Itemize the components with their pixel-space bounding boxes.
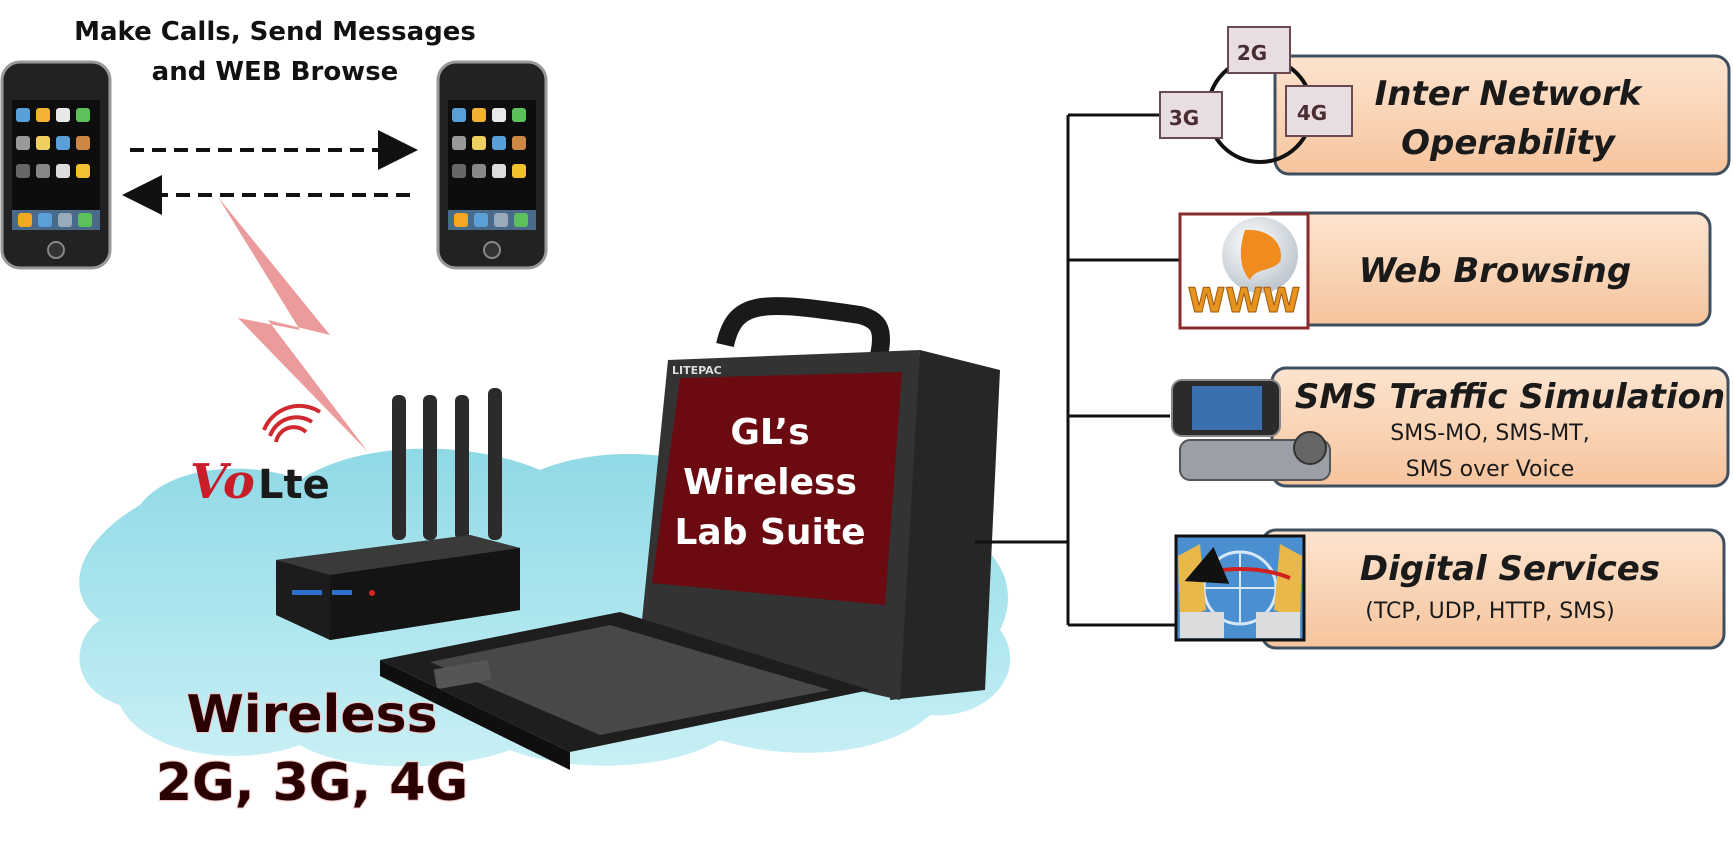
- svg-text:2G: 2G: [1237, 41, 1267, 65]
- sms-title: SMS Traffic Simulation: [1295, 377, 1725, 417]
- volte-vo-text: Vo: [190, 454, 255, 510]
- service-box-web-browsing: WWW Web Browsing: [1178, 211, 1712, 330]
- caption-line-1: Make Calls, Send Messages: [74, 17, 476, 47]
- www-globe-icon: WWW: [1178, 212, 1310, 330]
- inter-network-title-1: Inter Network: [1375, 74, 1644, 114]
- volte-lte-text: Lte: [258, 462, 330, 508]
- litepac-laptop: LITEPAC GL’s Wireless Lab Suite: [380, 297, 1000, 770]
- badge-2g-icon: 2G: [1227, 26, 1291, 74]
- screen-line-2: Wireless: [683, 462, 857, 503]
- service-box-inter-network: Inter Network Operability 2G 3G 4G: [1159, 26, 1731, 176]
- mobile-device-icon: [1171, 379, 1331, 481]
- caption-line-2: and WEB Browse: [152, 57, 399, 87]
- web-browsing-title: Web Browsing: [1359, 251, 1631, 291]
- volte-logo: Vo Lte: [190, 403, 330, 510]
- phone-right: [436, 60, 548, 270]
- inter-network-title-2: Operability: [1401, 123, 1617, 163]
- www-text: WWW: [1188, 281, 1301, 321]
- connector-lines: [975, 113, 1180, 627]
- sms-sub-1: SMS-MO, SMS-MT,: [1390, 421, 1589, 446]
- badge-4g-icon: 4G: [1285, 85, 1353, 137]
- svg-text:3G: 3G: [1169, 106, 1199, 130]
- wireless-title: Wireless: [186, 685, 437, 745]
- digital-services-title: Digital Services: [1360, 549, 1660, 589]
- wireless-generations: 2G, 3G, 4G: [156, 753, 468, 813]
- badge-3g-icon: 3G: [1159, 91, 1223, 139]
- phone-left: [0, 60, 112, 270]
- sms-sub-2: SMS over Voice: [1406, 457, 1575, 482]
- digital-services-sub: (TCP, UDP, HTTP, SMS): [1365, 599, 1614, 624]
- service-box-digital-services: Digital Services (TCP, UDP, HTTP, SMS): [1174, 528, 1726, 650]
- service-box-sms: SMS Traffic Simulation SMS-MO, SMS-MT, S…: [1171, 366, 1730, 488]
- laptop-screen: [652, 372, 902, 605]
- network-transfer-icon: [1174, 534, 1306, 642]
- screen-line-1: GL’s: [730, 412, 809, 453]
- lte-router: [276, 388, 520, 640]
- screen-line-3: Lab Suite: [674, 512, 865, 553]
- wireless-lightning-icon: [218, 197, 368, 452]
- svg-text:4G: 4G: [1297, 101, 1327, 125]
- laptop-brand: LITEPAC: [672, 364, 722, 377]
